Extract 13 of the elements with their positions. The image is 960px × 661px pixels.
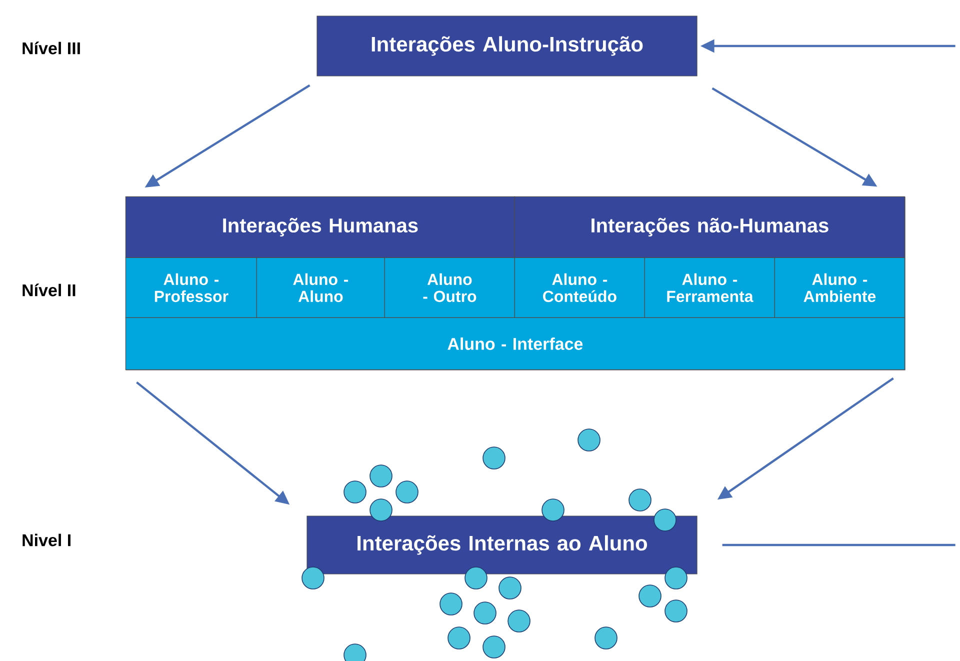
interaction-cell: Aluno - Ambiente (774, 257, 906, 318)
interaction-cell: Aluno - Professor (125, 257, 257, 318)
interaction-cell: Aluno - Aluno (256, 257, 385, 318)
interaction-cell: Aluno - Conteúdo (514, 257, 645, 318)
title-box: Interações Aluno-Instrução (316, 16, 698, 76)
category-header: Interações Humanas (125, 196, 515, 258)
level-label: Nível III (22, 42, 80, 54)
title-box: Interações Internas ao Aluno (306, 516, 698, 574)
category-header: Interações não-Humanas (514, 196, 906, 258)
level-label: Nivel I (22, 534, 70, 546)
level-label: Nível II (22, 284, 76, 296)
interaction-cell: Aluno - Outro (384, 257, 515, 318)
interaction-cell: Aluno - Ferramenta (644, 257, 776, 318)
